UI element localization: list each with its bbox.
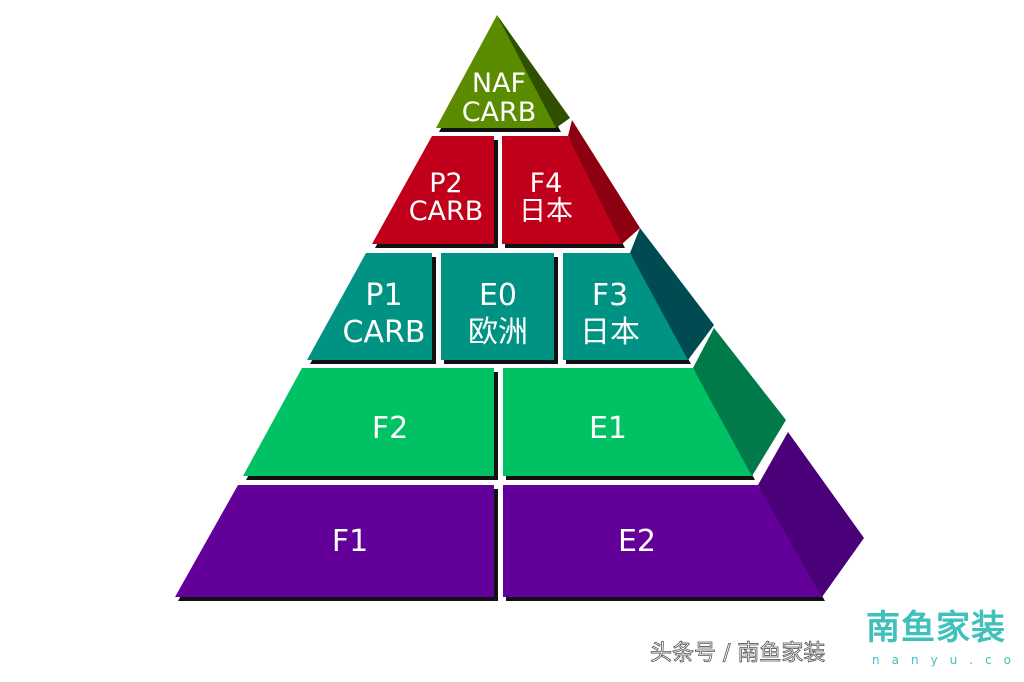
tier1-side <box>497 15 570 128</box>
tier5-cell <box>503 485 822 597</box>
label-europe: 欧洲 <box>468 315 528 350</box>
tier2-cell <box>372 136 494 244</box>
label-f3: F3 <box>592 278 628 313</box>
tier4-cell <box>503 368 752 476</box>
label-japan: 日本 <box>519 196 573 227</box>
watermark-logo: 南鱼家装 <box>866 608 1006 648</box>
label-naf: NAF <box>472 68 526 99</box>
tier3-cell <box>563 253 688 360</box>
label-f4: F4 <box>530 168 563 199</box>
watermark-logo-sub: nanyu.com <box>872 653 1024 667</box>
tier5-cell <box>175 485 494 597</box>
tier3-side <box>630 228 714 360</box>
tier1-cell <box>436 15 556 128</box>
tier2-cell <box>502 136 622 244</box>
label-e2: E2 <box>618 524 656 559</box>
label-f2: F2 <box>372 411 408 446</box>
label-carb: CARB <box>462 97 537 128</box>
tier3-cell <box>307 253 432 360</box>
tier3-cell <box>441 253 554 360</box>
label-carb: CARB <box>343 315 426 350</box>
watermark-text: 头条号 / 南鱼家装 <box>650 641 826 667</box>
label-p1: P1 <box>365 278 402 313</box>
tier5-side <box>758 432 864 597</box>
tier4-cell <box>243 368 494 476</box>
tier4-side <box>693 328 786 476</box>
tier2-side <box>568 120 640 244</box>
label-e1: E1 <box>589 411 627 446</box>
label-f1: F1 <box>332 524 368 559</box>
label-carb: CARB <box>409 196 484 227</box>
label-p2: P2 <box>429 168 462 199</box>
label-e0: E0 <box>479 278 517 313</box>
label-japan: 日本 <box>580 315 640 350</box>
